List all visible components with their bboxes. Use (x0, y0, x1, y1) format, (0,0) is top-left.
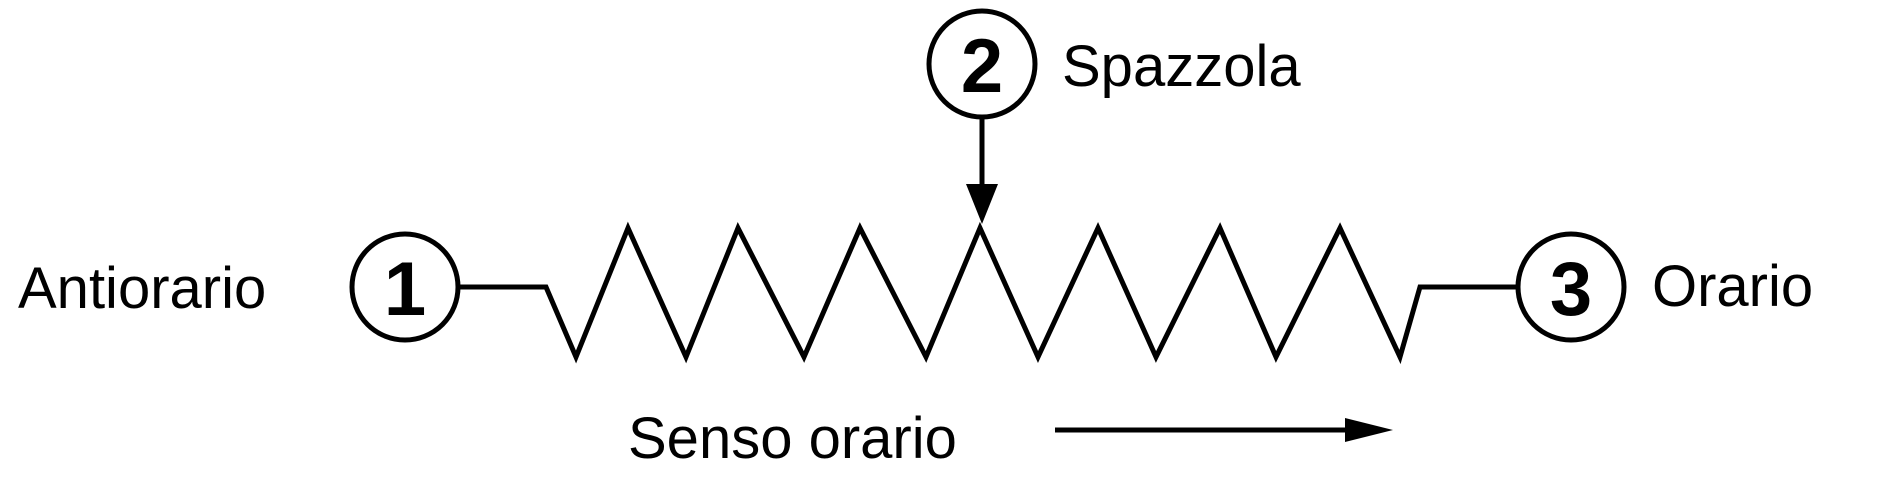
terminal-3-label: Orario (1652, 254, 1813, 319)
direction-arrowhead (1345, 418, 1393, 442)
direction-arrow (1055, 418, 1393, 442)
wiper-arrowhead (966, 184, 998, 224)
terminal-1-label: Antiorario (18, 256, 266, 321)
terminal-1: 1 (349, 231, 461, 343)
terminal-2-label: Spazzola (1062, 34, 1301, 99)
resistor-element (458, 221, 1518, 365)
wiper-arrow (966, 117, 998, 224)
terminal-2-number: 2 (961, 24, 1003, 109)
terminal-1-number: 1 (384, 247, 426, 332)
direction-label: Senso orario (628, 406, 957, 471)
terminal-2: 2 (926, 8, 1038, 120)
terminal-3: 3 (1515, 231, 1627, 343)
terminal-3-number: 3 (1550, 247, 1592, 332)
